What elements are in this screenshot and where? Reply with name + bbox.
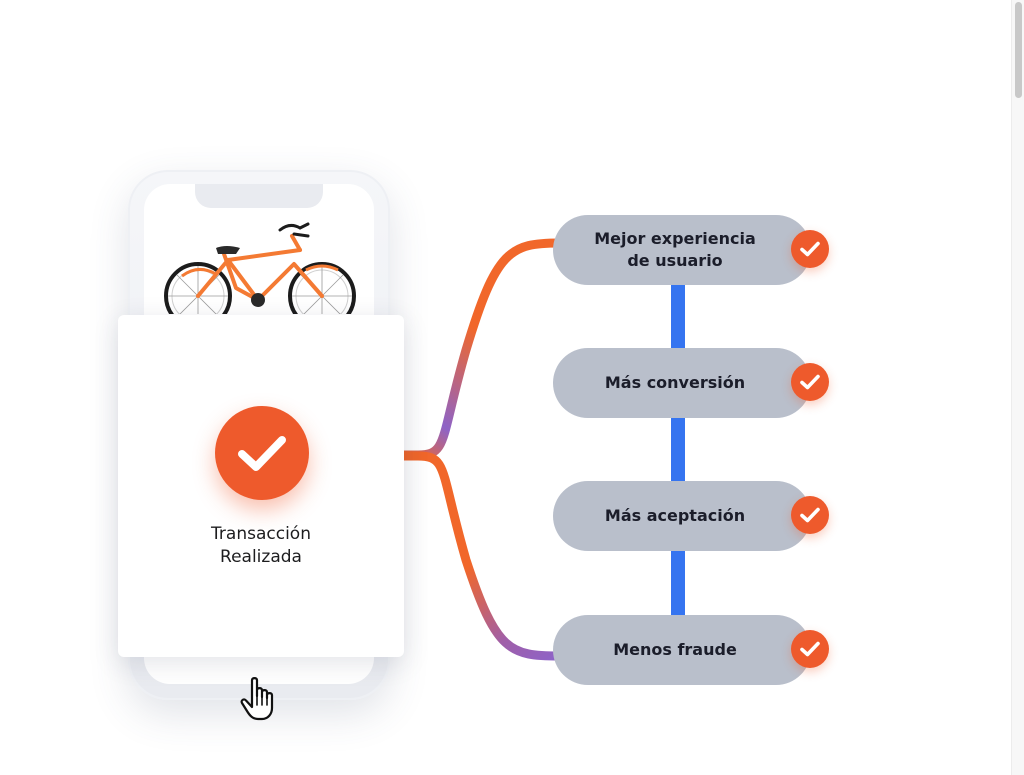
bicycle-image — [164, 222, 356, 314]
benefit-label-line1: Mejor experiencia — [594, 229, 756, 248]
hand-pointer-cursor — [240, 677, 274, 721]
scrollbar[interactable] — [1011, 0, 1024, 775]
check-icon — [215, 406, 309, 500]
check-icon — [791, 363, 829, 401]
connector-line-bottom — [399, 451, 565, 661]
connector-line-top — [399, 238, 565, 460]
transaction-card: Transacción Realizada — [118, 315, 404, 657]
benefit-better-experience: Mejor experiencia de usuario — [553, 215, 829, 285]
check-icon — [791, 496, 829, 534]
benefit-label: Más aceptación — [604, 506, 746, 525]
scrollbar-thumb[interactable] — [1015, 2, 1022, 98]
vertical-connector-line — [671, 282, 685, 622]
benefit-more-acceptance: Más aceptación — [553, 481, 829, 551]
benefit-label-line2: de usuario — [627, 251, 723, 270]
check-icon — [791, 230, 829, 268]
benefit-label: Menos fraude — [613, 640, 737, 659]
benefit-more-conversion: Más conversión — [553, 348, 829, 418]
phone-notch — [195, 184, 323, 208]
transaction-title: Transacción Realizada — [118, 523, 404, 569]
check-icon — [791, 630, 829, 668]
transaction-title-line2: Realizada — [220, 547, 302, 567]
benefit-less-fraud: Menos fraude — [553, 615, 829, 685]
benefit-label: Más conversión — [604, 373, 746, 392]
transaction-title-line1: Transacción — [211, 524, 311, 544]
